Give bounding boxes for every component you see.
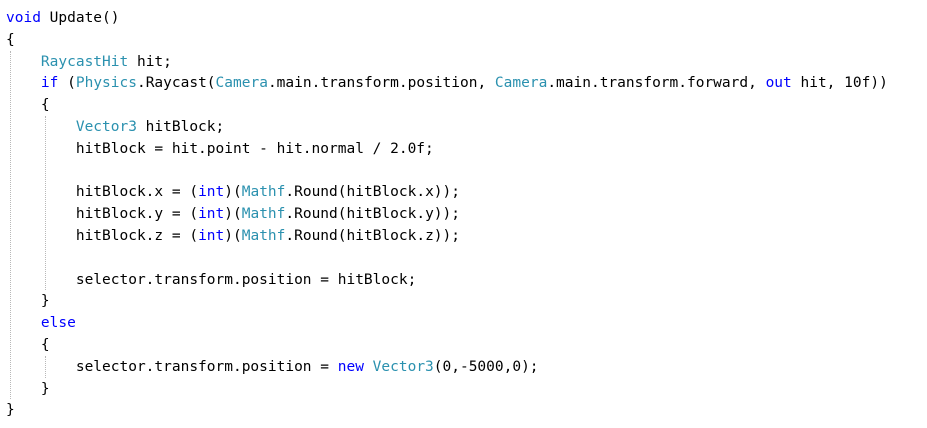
code-line: selector.transform.position = hitBlock; xyxy=(6,269,416,291)
keyword-token: int xyxy=(198,184,225,201)
code-line: } xyxy=(6,399,15,421)
type-token: Vector3 xyxy=(75,119,137,135)
indent-guide xyxy=(44,116,46,291)
code-line: void Update() xyxy=(6,7,120,29)
indent-guide xyxy=(10,50,11,400)
code-line: selector.transform.position = new Vector… xyxy=(6,356,539,378)
code-token xyxy=(364,359,373,375)
code-token xyxy=(6,54,41,70)
code-token: { xyxy=(6,97,50,114)
code-token: hit; xyxy=(128,53,172,70)
code-token: .Round(hitBlock.z)); xyxy=(285,228,460,244)
code-line: { xyxy=(6,334,50,356)
code-token xyxy=(6,315,41,331)
code-token: .main.transform.position, xyxy=(267,75,495,92)
code-token xyxy=(6,75,41,91)
code-token xyxy=(6,119,76,135)
code-line: hitBlock.x = (int)(Mathf.Round(hitBlock.… xyxy=(6,181,460,203)
type-token: Mathf xyxy=(241,206,286,223)
code-token: )( xyxy=(224,228,242,244)
code-token: ( xyxy=(58,75,76,92)
code-line: RaycastHit hit; xyxy=(6,51,172,73)
code-token: selector.transform.position = hitBlock; xyxy=(6,271,417,288)
type-token: Physics xyxy=(75,75,137,92)
code-line: hitBlock.y = (int)(Mathf.Round(hitBlock.… xyxy=(6,203,460,225)
code-token: hitBlock; xyxy=(136,119,225,135)
code-line: hitBlock = hit.point - hit.normal / 2.0f… xyxy=(6,138,434,160)
code-token: .Round(hitBlock.x)); xyxy=(285,184,460,201)
code-token: hitBlock.z = ( xyxy=(6,228,199,244)
type-token: Camera xyxy=(215,75,268,92)
code-token: selector.transform.position = xyxy=(6,358,338,375)
keyword-token: void xyxy=(6,10,41,26)
code-token: )( xyxy=(224,184,242,201)
code-token: (0,-5000,0); xyxy=(433,358,539,375)
code-token: hitBlock = hit.point - hit.normal / 2.0f… xyxy=(6,140,434,157)
code-token: hit, 10f)) xyxy=(791,75,888,92)
code-token: .Raycast( xyxy=(136,75,216,92)
code-line: if (Physics.Raycast(Camera.main.transfor… xyxy=(6,72,888,94)
keyword-token: int xyxy=(198,206,225,223)
code-token: } xyxy=(6,293,50,310)
code-line: Vector3 hitBlock; xyxy=(6,116,224,138)
type-token: Camera xyxy=(494,75,548,92)
type-token: RaycastHit xyxy=(40,53,129,70)
code-line: else xyxy=(6,312,76,334)
code-token: } xyxy=(6,402,15,419)
code-token: } xyxy=(6,380,50,397)
code-line: hitBlock.z = (int)(Mathf.Round(hitBlock.… xyxy=(6,225,460,247)
keyword-token: int xyxy=(198,228,225,244)
code-token: .main.transform.forward, xyxy=(547,75,766,92)
code-token: { xyxy=(6,31,15,48)
indent-guide xyxy=(44,355,46,378)
type-token: Mathf xyxy=(241,184,286,201)
type-token: Vector3 xyxy=(372,358,434,375)
code-token: .Round(hitBlock.y)); xyxy=(285,206,460,223)
code-line: { xyxy=(6,29,15,51)
keyword-token: new xyxy=(337,358,364,375)
code-line: } xyxy=(6,290,50,312)
code-line: } xyxy=(6,378,50,400)
code-token: )( xyxy=(224,206,242,223)
code-token: hitBlock.y = ( xyxy=(6,206,199,223)
keyword-token: else xyxy=(40,315,76,332)
code-line: { xyxy=(6,94,50,116)
code-token: hitBlock.x = ( xyxy=(6,184,199,201)
keyword-token: if xyxy=(40,75,59,92)
type-token: Mathf xyxy=(241,228,286,244)
code-token: Update() xyxy=(40,10,120,26)
code-token: { xyxy=(6,337,50,353)
keyword-token: out xyxy=(765,75,792,92)
